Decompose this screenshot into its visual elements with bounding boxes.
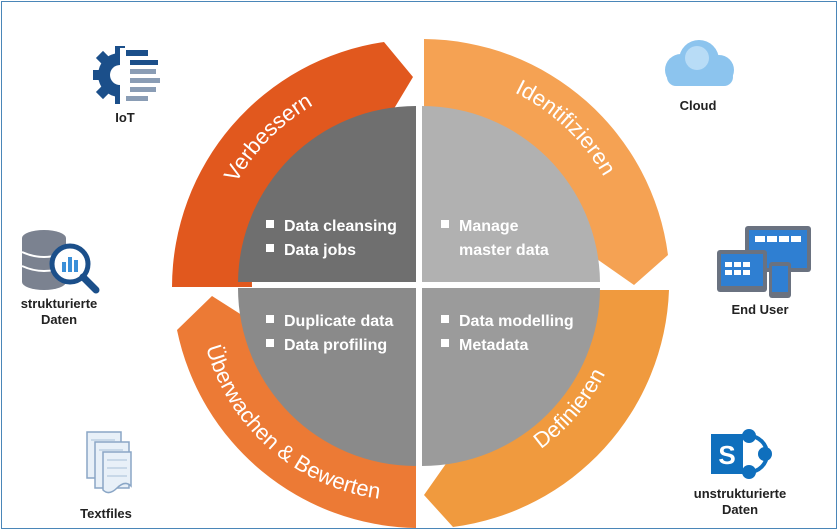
- gear-icon: [93, 46, 162, 104]
- source-label-structured-line2: Daten: [40, 312, 78, 327]
- source-label-iot: IoT: [115, 110, 135, 125]
- quadrant-bottom-left: [238, 288, 416, 466]
- source-label-textfiles: Textfiles: [80, 506, 132, 521]
- bullet-square: [266, 220, 274, 228]
- quadrant-bottom-right: [422, 288, 600, 466]
- quadrant-item-manage: Manage: [459, 218, 519, 235]
- source-label-structured-line1: strukturierte: [20, 296, 98, 311]
- source-textfiles: Textfiles: [58, 428, 154, 522]
- source-label-cloud: Cloud: [679, 98, 717, 113]
- bullet-square: [441, 339, 449, 347]
- quadrant-top-left: [238, 106, 416, 282]
- quadrant-item-data-profiling: Data profiling: [284, 337, 387, 354]
- source-unstructured-data: S unstrukturierte Daten: [680, 424, 800, 518]
- documents-icon: [86, 431, 132, 494]
- source-end-user: End User: [700, 222, 820, 318]
- cloud-icon: [665, 40, 734, 86]
- source-structured-data: strukturierte Daten: [6, 226, 112, 328]
- bullet-square: [441, 220, 449, 228]
- source-iot: IoT: [80, 40, 170, 126]
- svg-text:S: S: [718, 440, 735, 470]
- bullet-square: [266, 244, 274, 252]
- quadrant-item-data-modelling: Data modelling: [459, 313, 574, 330]
- quadrant-item-data-cleansing: Data cleansing: [284, 218, 397, 235]
- quadrant-item-metadata: Metadata: [459, 337, 528, 354]
- source-label-unstructured-line1: unstrukturierte: [693, 486, 787, 501]
- bullet-square: [441, 315, 449, 323]
- bullet-square: [266, 339, 274, 347]
- source-label-unstructured-line2: Daten: [721, 502, 759, 517]
- database-search-icon: [21, 230, 100, 294]
- quadrant-item-data-jobs: Data jobs: [284, 242, 356, 259]
- quadrant-top-right: [422, 106, 600, 282]
- quadrant-item-master-data: master data: [459, 242, 549, 259]
- quadrant-item-duplicate-data: Duplicate data: [284, 313, 393, 330]
- source-label-end-user: End User: [731, 302, 789, 317]
- sharepoint-icon: S: [711, 429, 772, 479]
- bullet-square: [266, 315, 274, 323]
- devices-icon: [717, 226, 811, 298]
- source-cloud: Cloud: [648, 36, 748, 114]
